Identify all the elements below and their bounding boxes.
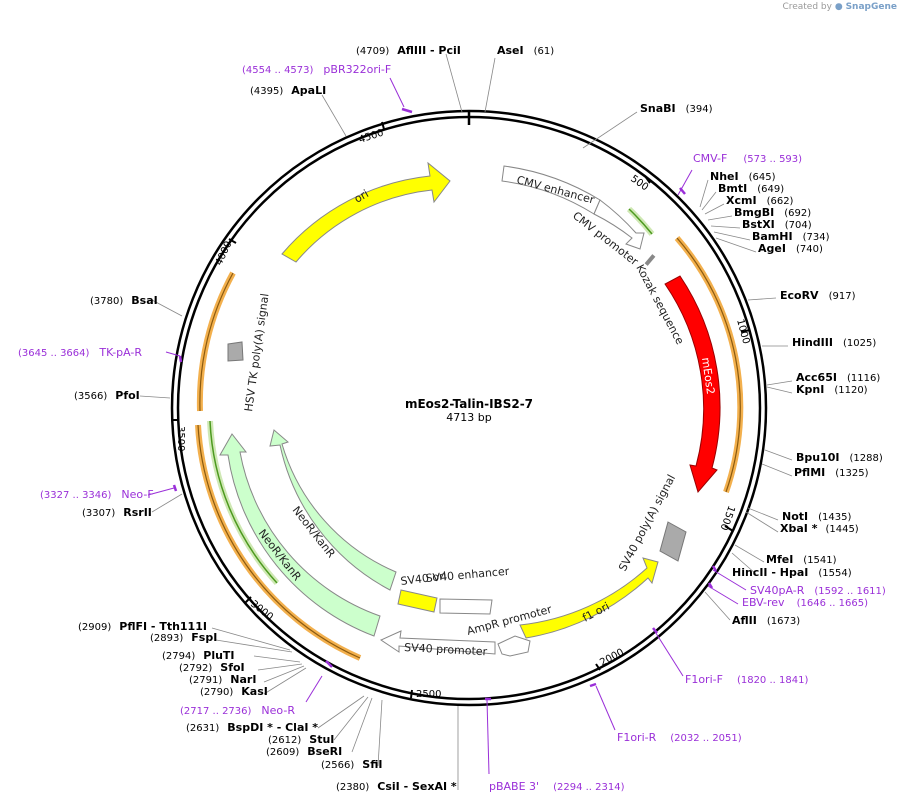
feature-sv40-polya[interactable] bbox=[659, 521, 687, 562]
tick-mark-2500 bbox=[410, 689, 413, 699]
plasmid-length: 4713 bp bbox=[446, 411, 491, 424]
primer-labels: (4554 .. 4573)pBR322ori-F CMV-F(573 .. 5… bbox=[18, 63, 886, 793]
feature-neor-kanr-1-arrow[interactable] bbox=[269, 429, 397, 591]
site-label-bmgbi[interactable]: BmgBI(692) bbox=[734, 206, 811, 219]
site-label-kasi[interactable]: (2790)KasI bbox=[200, 685, 268, 698]
snapgene-credit: Created by ● SnapGene bbox=[782, 2, 897, 12]
feature-ori-arrow[interactable] bbox=[281, 161, 451, 263]
snapgene-logo-icon: ● bbox=[834, 2, 843, 12]
site-label-bseri[interactable]: (2609)BseRI bbox=[266, 745, 342, 758]
site-label-hindiii[interactable]: HindIII(1025) bbox=[792, 336, 876, 349]
feature-meos2-arrow[interactable] bbox=[664, 275, 721, 494]
feature-label-neor-kanr-2: NeoR/KanR bbox=[256, 527, 304, 584]
primer-label-neo-f[interactable]: (3327 .. 3346)Neo-F bbox=[40, 488, 154, 501]
site-label-ecorv[interactable]: EcoRV(917) bbox=[780, 289, 856, 302]
site-label-asei[interactable]: AseI(61) bbox=[497, 44, 554, 57]
orange-arc-tk bbox=[196, 271, 236, 412]
site-label-mfei[interactable]: MfeI(1541) bbox=[766, 553, 837, 566]
site-labels: AseI(61) SnaBI(394) NheI(645) BmtI(649) … bbox=[74, 44, 883, 793]
site-label-pfoi[interactable]: (3566)PfoI bbox=[74, 389, 140, 402]
feature-label-meos2: mEos2 bbox=[699, 357, 717, 396]
site-label-kpni[interactable]: KpnI(1120) bbox=[796, 383, 868, 396]
feature-neor-kanr-2-arrow[interactable] bbox=[219, 433, 381, 637]
feature-cmv-promoter[interactable] bbox=[593, 199, 645, 250]
primer-label-pbabe-3[interactable]: pBABE 3'(2294 .. 2314) bbox=[489, 780, 625, 793]
tick-mark-3000 bbox=[244, 596, 252, 604]
feature-label-sv40-ori: SV40 ori bbox=[400, 569, 448, 588]
tick-label-3500: 3500 bbox=[175, 426, 186, 451]
plasmid-name: mEos2-Talin-IBS2-7 bbox=[405, 397, 533, 411]
feature-sv40-promoter-arrow[interactable] bbox=[379, 630, 496, 655]
site-label-pflmi[interactable]: PflMI(1325) bbox=[794, 466, 869, 479]
feature-ampr-promoter[interactable] bbox=[497, 635, 531, 657]
feature-f1-ori-arrow[interactable] bbox=[519, 557, 659, 639]
site-label-bmti[interactable]: BmtI(649) bbox=[718, 182, 784, 195]
primer-label-pbr322ori-f[interactable]: (4554 .. 4573)pBR322ori-F bbox=[242, 63, 391, 76]
tick-label-2000: 2000 bbox=[598, 647, 626, 669]
tick-mark-4500 bbox=[381, 121, 385, 130]
site-label-acc65i[interactable]: Acc65I(1116) bbox=[796, 371, 880, 384]
green-arc-cmv-core bbox=[628, 208, 653, 235]
credit-prefix: Created by bbox=[782, 2, 832, 12]
site-label-rsrii[interactable]: (3307)RsrII bbox=[82, 506, 152, 519]
site-label-xcmi[interactable]: XcmI(662) bbox=[726, 194, 794, 207]
site-leaders bbox=[139, 53, 793, 790]
site-label-bsai[interactable]: (3780)BsaI bbox=[90, 294, 158, 307]
tick-label-2500: 2500 bbox=[416, 689, 441, 700]
site-label-xbai[interactable]: XbaI *(1445) bbox=[780, 522, 859, 535]
site-label-nhei[interactable]: NheI(645) bbox=[710, 170, 776, 183]
site-label-noti[interactable]: NotI(1435) bbox=[782, 510, 851, 523]
primer-label-f1ori-f[interactable]: F1ori-F(1820 .. 1841) bbox=[685, 673, 808, 686]
tick-mark-1500 bbox=[724, 525, 734, 532]
primer-marks bbox=[172, 107, 718, 701]
primer-leaders bbox=[147, 77, 747, 775]
tick-mark-4000 bbox=[228, 238, 237, 244]
primer-label-ebv-rev[interactable]: EBV-rev(1646 .. 1665) bbox=[742, 596, 868, 609]
primer-label-f1ori-r[interactable]: F1ori-R(2032 .. 2051) bbox=[617, 731, 742, 744]
tick-label-1000: 1000 bbox=[734, 318, 751, 345]
primer-label-sv40pa-r[interactable]: SV40pA-R(1592 .. 1611) bbox=[750, 584, 886, 597]
site-label-apali[interactable]: (4395)ApaLI bbox=[250, 84, 326, 97]
green-arc-neo-core bbox=[209, 420, 278, 584]
feature-label-hsv-tk-polya: HSV TK poly(A) signal bbox=[242, 293, 271, 413]
site-label-aflii[interactable]: AflII(1673) bbox=[732, 614, 800, 627]
site-label-csii-sexai[interactable]: (2380)CsiI - SexAI * bbox=[336, 780, 457, 793]
orange-arc-tk-core bbox=[199, 272, 234, 412]
orange-arc-cmv-core bbox=[676, 237, 741, 493]
primer-label-neo-r[interactable]: (2717 .. 2736)Neo-R bbox=[180, 704, 295, 717]
site-label-pluti[interactable]: (2794)PluTI bbox=[162, 649, 235, 662]
site-label-bamhi[interactable]: BamHI(734) bbox=[752, 230, 830, 243]
site-label-nari[interactable]: (2791)NarI bbox=[189, 673, 256, 686]
site-label-sfii[interactable]: (2566)SfiI bbox=[321, 758, 382, 771]
feature-kozak[interactable] bbox=[644, 254, 656, 266]
site-label-bpu10i[interactable]: Bpu10I(1288) bbox=[796, 451, 883, 464]
site-label-agei[interactable]: AgeI(740) bbox=[758, 242, 823, 255]
site-label-stui[interactable]: (2612)StuI bbox=[268, 733, 334, 746]
tick-mark-500 bbox=[644, 175, 651, 184]
site-label-bspdi-clai[interactable]: (2631)BspDI * - ClaI * bbox=[186, 721, 318, 734]
site-label-hincii-hpai[interactable]: HincII - HpaI(1554) bbox=[732, 566, 852, 579]
primer-label-cmv-f[interactable]: CMV-F(573 .. 593) bbox=[693, 152, 802, 165]
feature-sv40-enhancer[interactable] bbox=[439, 598, 493, 615]
primer-label-tk-pa-r[interactable]: (3645 .. 3664)TK-pA-R bbox=[18, 346, 142, 359]
site-label-afliii-pcii[interactable]: (4709)AflIII - PciI bbox=[356, 44, 461, 57]
tick-mark-1000 bbox=[740, 329, 751, 333]
feature-label-sv40-promoter: SV40 promoter bbox=[404, 641, 488, 658]
site-label-bstxi[interactable]: BstXI(704) bbox=[742, 218, 812, 231]
feature-hsv-tk-polya[interactable] bbox=[227, 341, 244, 362]
orange-arc-neo-core bbox=[197, 424, 361, 659]
site-label-pflfi-tth111i[interactable]: (2909)PflFI - Tth111I bbox=[78, 620, 207, 633]
site-label-snabi[interactable]: SnaBI(394) bbox=[640, 102, 713, 115]
site-label-fspi[interactable]: (2893)FspI bbox=[150, 631, 217, 644]
tick-mark-2000 bbox=[595, 663, 601, 671]
credit-brand: SnapGene bbox=[845, 2, 897, 12]
feature-sv40-ori[interactable] bbox=[397, 589, 438, 613]
feature-label-ori: ori bbox=[352, 187, 371, 205]
site-label-sfoi[interactable]: (2792)SfoI bbox=[179, 661, 245, 674]
